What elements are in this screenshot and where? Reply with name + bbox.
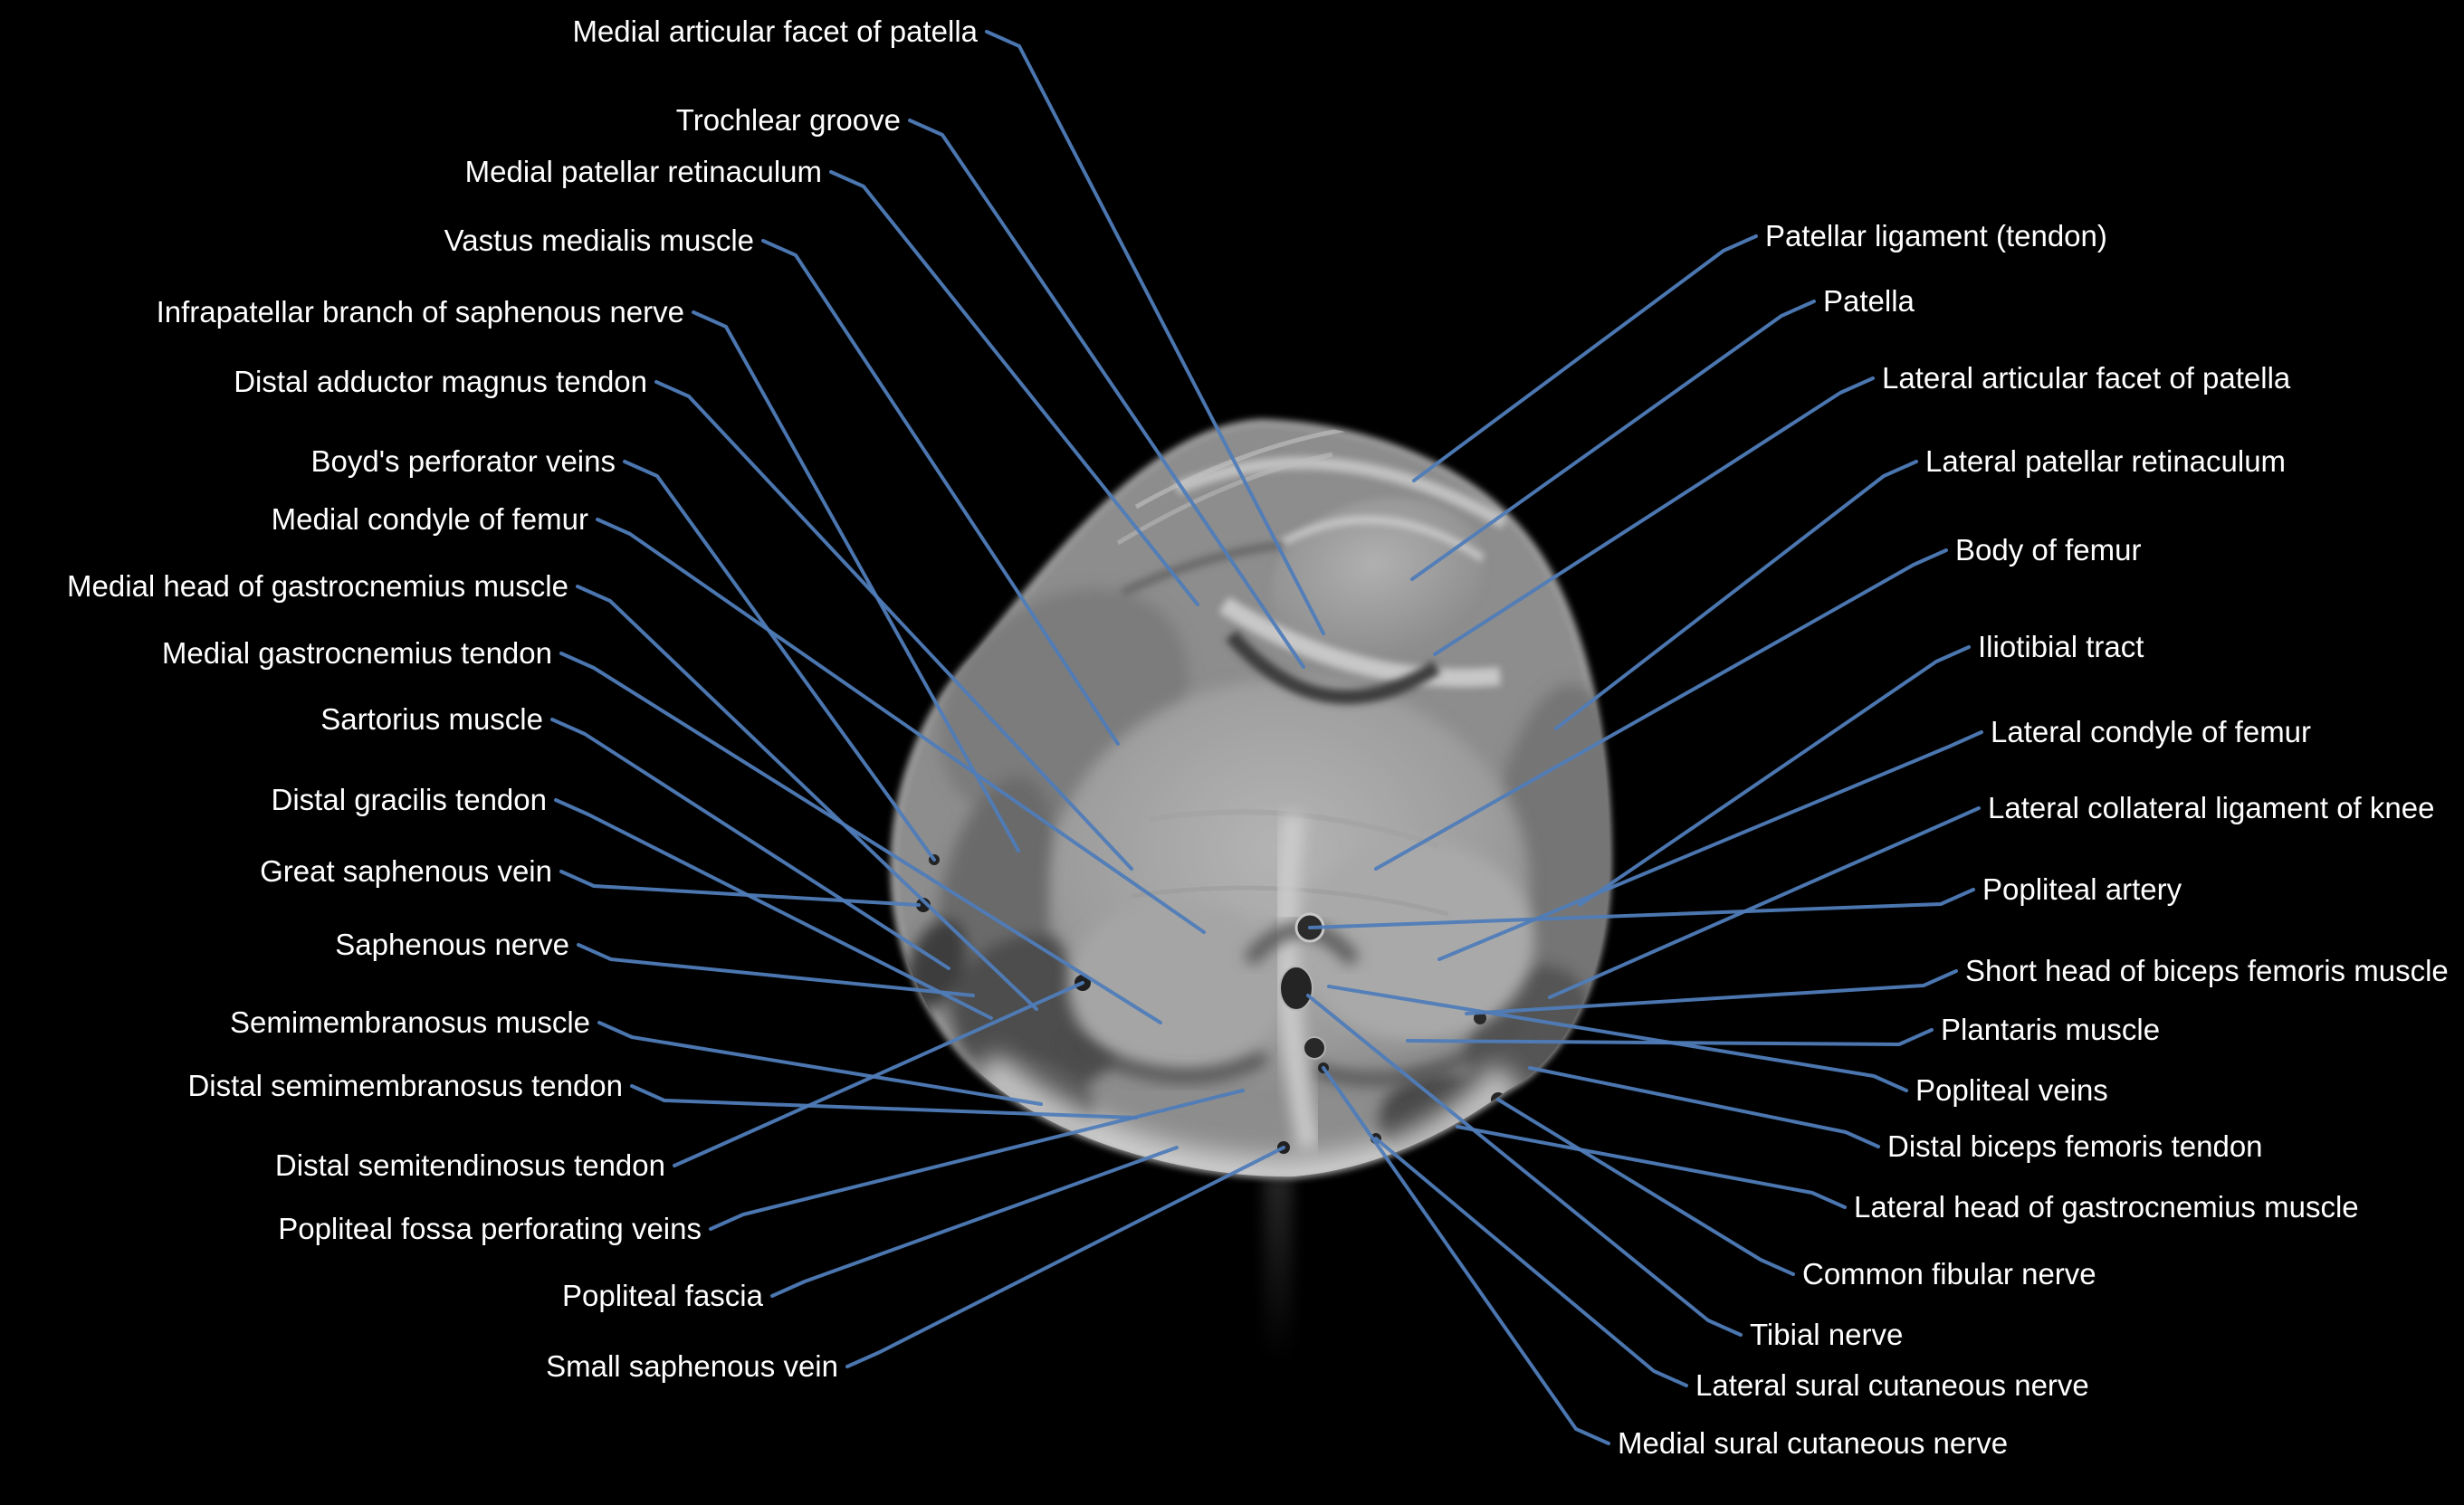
leader-line-left-2 xyxy=(829,170,1199,606)
leader-line-left-19 xyxy=(845,1146,1285,1368)
leader-line-left-4 xyxy=(692,310,1020,853)
leader-line-right-1 xyxy=(1410,300,1816,581)
leader-line-left-8 xyxy=(576,585,1038,1011)
anatomy-label-right-11: Popliteal veins xyxy=(1915,1073,2108,1107)
leader-line-right-17 xyxy=(1322,1066,1610,1445)
anatomy-label-left-14: Semimembranosus muscle xyxy=(230,1005,590,1039)
leader-line-left-13 xyxy=(577,943,975,997)
leader-line-left-14 xyxy=(597,1021,1043,1106)
leader-line-left-17 xyxy=(709,1089,1245,1231)
anatomy-label-right-13: Lateral head of gastrocnemius muscle xyxy=(1854,1190,2359,1224)
anatomy-label-left-16: Distal semitendinosus tendon xyxy=(275,1148,665,1182)
leader-line-right-11 xyxy=(1327,985,1908,1092)
anatomy-label-left-1: Trochlear groove xyxy=(676,103,901,137)
leader-line-left-11 xyxy=(554,798,993,1020)
anatomy-label-right-0: Patellar ligament (tendon) xyxy=(1765,219,2107,252)
leader-line-right-9 xyxy=(1465,969,1958,1015)
leader-line-left-7 xyxy=(596,518,1206,934)
anatomy-label-left-11: Distal gracilis tendon xyxy=(272,783,547,816)
leader-line-right-7 xyxy=(1548,806,1981,999)
leader-line-left-15 xyxy=(630,1084,1138,1119)
anatomy-label-left-18: Popliteal fascia xyxy=(562,1279,764,1312)
leader-line-right-4 xyxy=(1374,548,1948,871)
anatomy-label-left-13: Saphenous nerve xyxy=(335,928,569,961)
anatomy-label-right-8: Popliteal artery xyxy=(1982,872,2182,906)
leader-line-right-2 xyxy=(1433,376,1875,656)
anatomy-label-left-0: Medial articular facet of patella xyxy=(572,14,978,48)
patella xyxy=(1116,424,1508,705)
leader-line-right-5 xyxy=(1578,645,1971,907)
anatomy-label-right-12: Distal biceps femoris tendon xyxy=(1887,1129,2263,1163)
anatomy-label-left-6: Boyd's perforator veins xyxy=(311,444,616,478)
anatomy-label-left-10: Sartorius muscle xyxy=(320,702,543,736)
anatomy-label-right-3: Lateral patellar retinaculum xyxy=(1925,444,2286,478)
anatomy-label-right-15: Tibial nerve xyxy=(1750,1318,1903,1351)
anatomy-label-right-5: Iliotibial tract xyxy=(1978,630,2144,663)
anatomy-label-left-3: Vastus medialis muscle xyxy=(444,224,754,257)
anatomy-label-left-12: Great saphenous vein xyxy=(260,854,552,888)
anatomy-label-left-19: Small saphenous vein xyxy=(546,1349,838,1383)
anatomy-label-right-1: Patella xyxy=(1823,284,1915,318)
leader-line-right-12 xyxy=(1528,1066,1880,1148)
leader-line-right-16 xyxy=(1374,1137,1688,1387)
anatomy-label-right-17: Medial sural cutaneous nerve xyxy=(1618,1426,2008,1460)
anatomy-label-left-5: Distal adductor magnus tendon xyxy=(234,365,647,398)
leader-line-left-10 xyxy=(550,718,950,970)
leader-line-right-15 xyxy=(1306,994,1743,1337)
leader-line-right-6 xyxy=(1437,730,1983,961)
leader-line-left-0 xyxy=(985,30,1325,635)
leader-line-left-16 xyxy=(673,981,1084,1167)
anatomy-labels-layer: Medial articular facet of patellaTrochle… xyxy=(67,14,2449,1460)
anatomy-label-left-8: Medial head of gastrocnemius muscle xyxy=(67,569,568,603)
leader-lines-layer xyxy=(550,30,1983,1445)
anatomy-label-right-10: Plantaris muscle xyxy=(1941,1013,2160,1046)
leader-line-right-3 xyxy=(1554,460,1918,730)
leader-line-left-1 xyxy=(908,119,1305,669)
femur xyxy=(1050,679,1534,1086)
anatomy-label-right-9: Short head of biceps femoris muscle xyxy=(1965,954,2449,987)
anatomy-label-left-4: Infrapatellar branch of saphenous nerve xyxy=(157,295,684,329)
leader-line-left-12 xyxy=(559,870,921,907)
anatomy-label-left-2: Medial patellar retinaculum xyxy=(465,155,822,188)
leader-line-right-0 xyxy=(1412,234,1758,482)
anatomy-label-right-6: Lateral condyle of femur xyxy=(1991,715,2311,748)
anatomy-label-right-14: Common fibular nerve xyxy=(1802,1257,2096,1291)
anatomy-label-right-4: Body of femur xyxy=(1955,533,2141,567)
midline-streak-artifact xyxy=(1264,1175,1293,1365)
leader-line-left-18 xyxy=(770,1146,1179,1298)
leader-line-left-5 xyxy=(654,380,1133,871)
anatomy-label-left-17: Popliteal fossa perforating veins xyxy=(278,1212,702,1245)
anatomy-label-right-7: Lateral collateral ligament of knee xyxy=(1988,791,2434,824)
anatomy-label-right-16: Lateral sural cutaneous nerve xyxy=(1695,1368,2089,1402)
leader-line-left-6 xyxy=(623,460,936,862)
leader-line-left-3 xyxy=(761,239,1120,746)
anatomy-label-right-2: Lateral articular facet of patella xyxy=(1882,361,2291,395)
leader-line-right-14 xyxy=(1496,1098,1795,1276)
anatomy-label-left-15: Distal semimembranosus tendon xyxy=(187,1069,623,1102)
leader-line-right-8 xyxy=(1308,888,1975,929)
anatomy-label-left-7: Medial condyle of femur xyxy=(272,502,588,536)
leader-line-right-10 xyxy=(1406,1028,1934,1046)
leader-line-left-9 xyxy=(559,652,1162,1024)
anatomy-label-left-9: Medial gastrocnemius tendon xyxy=(162,636,552,670)
